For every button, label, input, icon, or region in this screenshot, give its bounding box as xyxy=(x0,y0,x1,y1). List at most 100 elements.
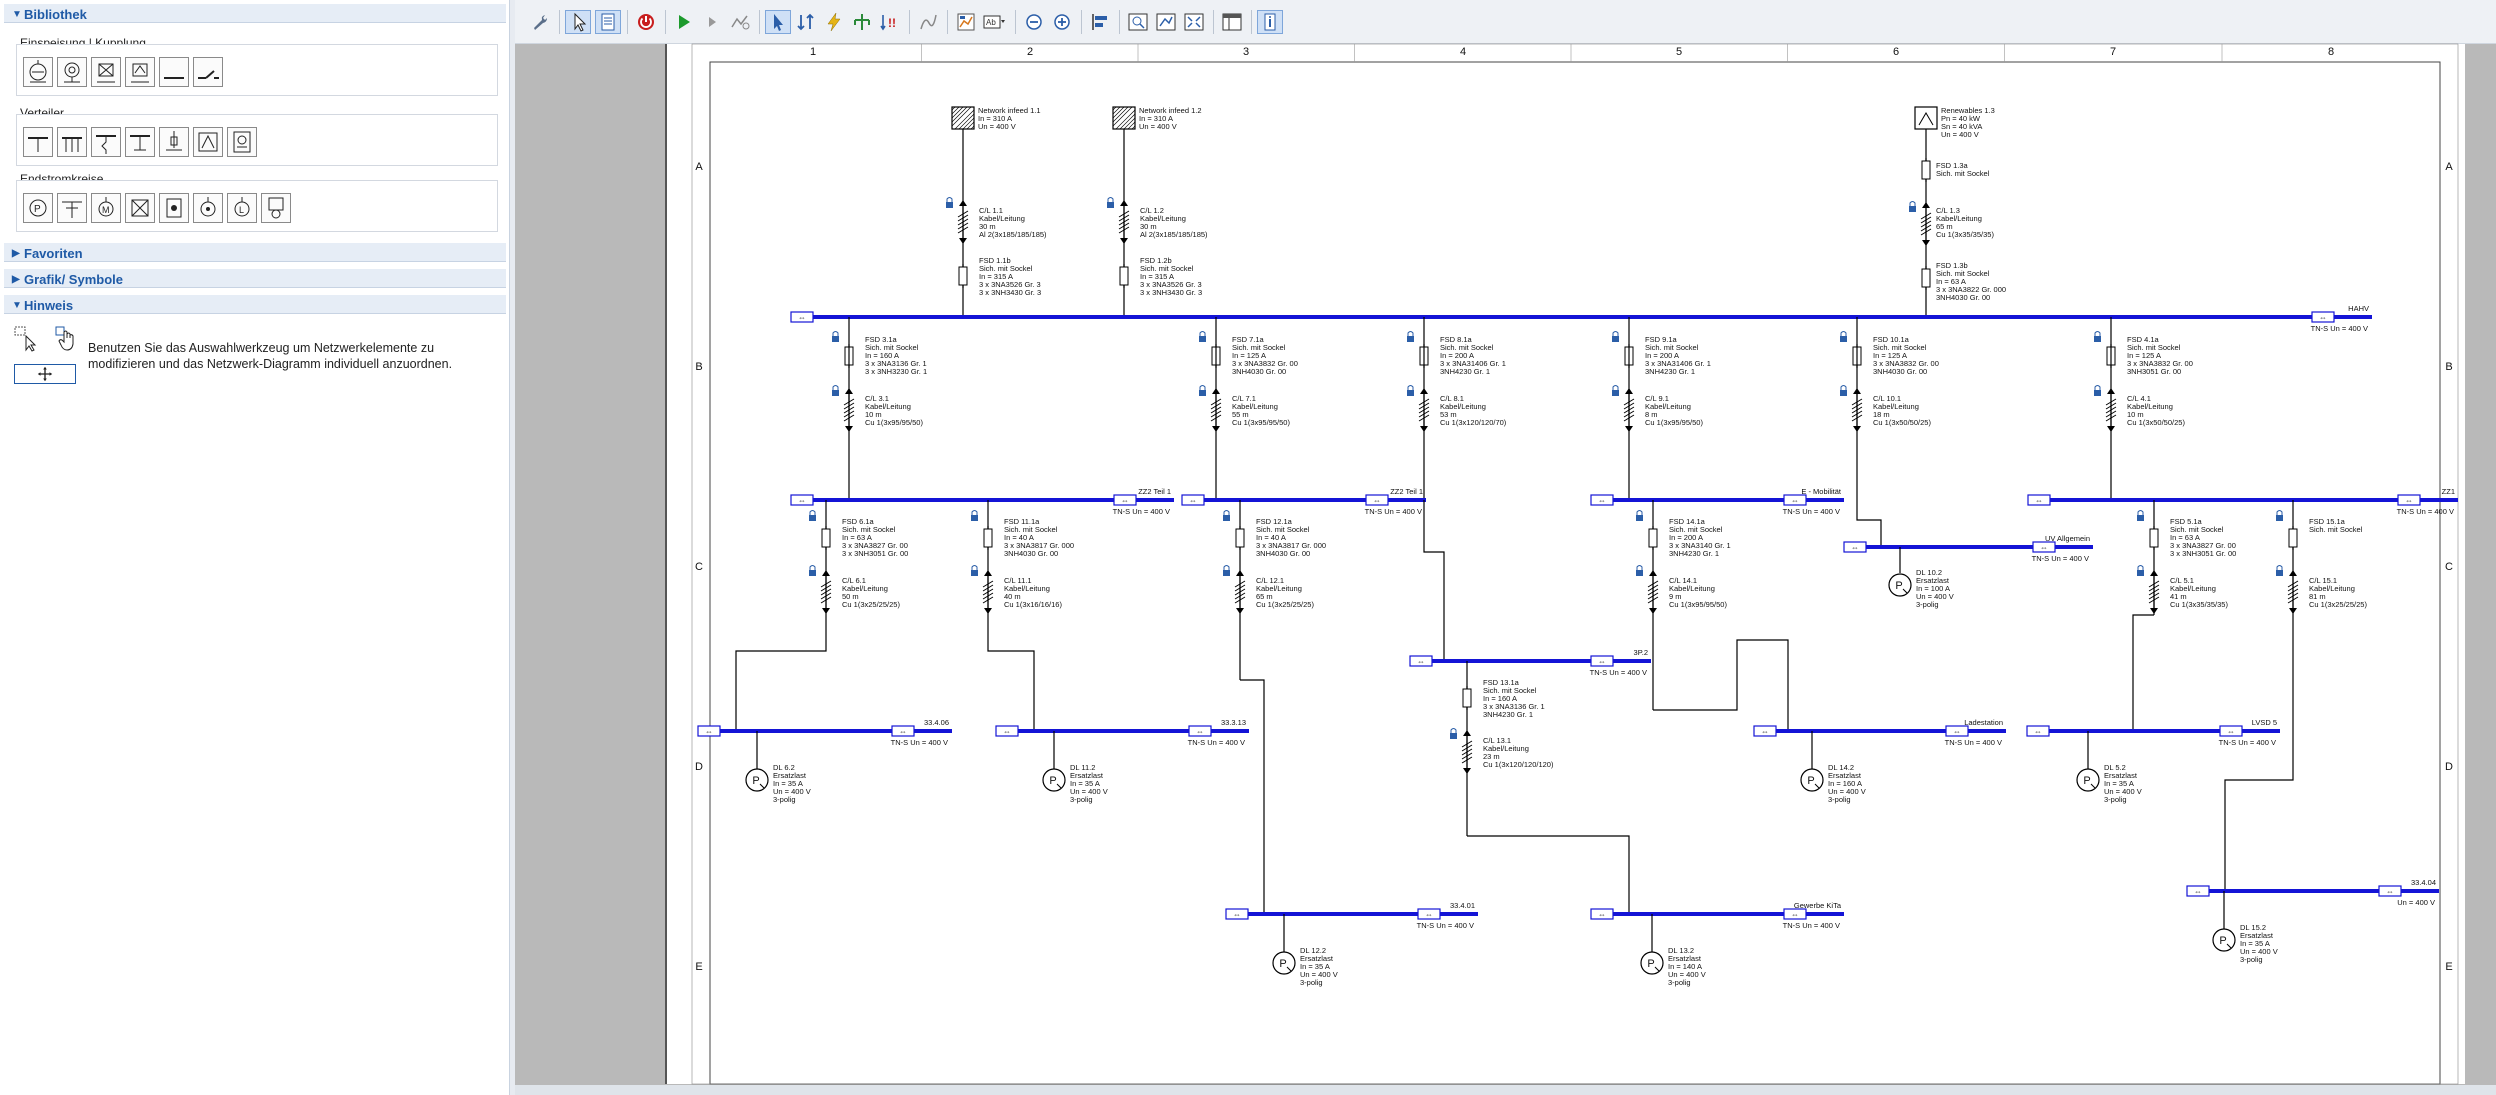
section-hinweis-header[interactable]: ▼Hinweis xyxy=(4,295,506,314)
load-symbol[interactable] xyxy=(745,768,769,792)
busbar-coupler-left[interactable] xyxy=(1753,725,1777,737)
fuse-symbol[interactable] xyxy=(1648,528,1658,548)
cable-symbol[interactable] xyxy=(984,570,992,576)
tree-icon[interactable] xyxy=(849,10,875,34)
run-multi-icon[interactable] xyxy=(727,10,753,34)
cable-symbol[interactable] xyxy=(2289,570,2297,576)
section-favoriten-header[interactable]: ▶Favoriten xyxy=(4,243,506,262)
fuse-symbol[interactable] xyxy=(983,528,993,548)
renewables-icon[interactable] xyxy=(125,57,155,87)
busbar-coupler-left[interactable] xyxy=(1409,655,1433,667)
lightning-icon[interactable] xyxy=(821,10,847,34)
busbar-coupler-right[interactable] xyxy=(2219,725,2243,737)
busbar-coupler-left[interactable] xyxy=(1590,494,1614,506)
document-icon[interactable] xyxy=(595,10,621,34)
busbar-coupler-left[interactable] xyxy=(2027,494,2051,506)
load-symbol[interactable] xyxy=(1042,768,1066,792)
generator-icon[interactable] xyxy=(57,57,87,87)
busbar-coupler-left[interactable] xyxy=(2186,885,2210,897)
busbar-coupler-left[interactable] xyxy=(1843,541,1867,553)
fit-page-icon[interactable] xyxy=(1153,10,1179,34)
meter-box-icon[interactable] xyxy=(227,127,257,157)
fuse-symbol[interactable] xyxy=(1921,268,1931,288)
fuse-symbol[interactable] xyxy=(1921,160,1931,180)
load-symbol[interactable] xyxy=(2212,928,2236,952)
fuse-symbol[interactable] xyxy=(2288,528,2298,548)
fuse-symbol[interactable] xyxy=(1235,528,1245,548)
fuse-symbol[interactable] xyxy=(2149,528,2159,548)
consumer-icon[interactable] xyxy=(159,193,189,223)
busbar-coupler-left[interactable] xyxy=(1590,908,1614,920)
busbar-coupler-right[interactable] xyxy=(2397,494,2421,506)
fuse-symbol[interactable] xyxy=(821,528,831,548)
load-symbol[interactable] xyxy=(1272,951,1296,975)
light-load-icon[interactable] xyxy=(57,193,87,223)
fuse-tap-icon[interactable] xyxy=(159,127,189,157)
section-bibliothek-header[interactable]: ▼Bibliothek xyxy=(4,4,506,23)
busbar-coupler-right[interactable] xyxy=(1783,494,1807,506)
coupler-switch-icon[interactable] xyxy=(193,57,223,87)
load-symbol[interactable] xyxy=(1640,951,1664,975)
cable-symbol[interactable] xyxy=(1236,570,1244,576)
cable-symbol[interactable] xyxy=(1649,570,1657,576)
distribution-busbar-icon[interactable] xyxy=(23,127,53,157)
curve-icon[interactable] xyxy=(915,10,941,34)
cable-symbol[interactable] xyxy=(959,200,967,206)
sort-icon[interactable] xyxy=(793,10,819,34)
info-icon[interactable] xyxy=(1257,10,1283,34)
ups-icon[interactable] xyxy=(261,193,291,223)
distribution-box-icon[interactable] xyxy=(193,127,223,157)
cable-symbol[interactable] xyxy=(2150,570,2158,576)
busbar-coupler-right[interactable] xyxy=(2311,311,2335,323)
label-icon[interactable]: Ab xyxy=(981,10,1007,34)
busbar-tap-icon[interactable] xyxy=(125,127,155,157)
step-icon[interactable] xyxy=(699,10,725,34)
section-grafik-header[interactable]: ▶Grafik/ Symbole xyxy=(4,269,506,288)
zoom-in-icon[interactable] xyxy=(1049,10,1075,34)
busbar-coupler-left[interactable] xyxy=(1181,494,1205,506)
cable-symbol[interactable] xyxy=(822,570,830,576)
busbar-coupler-left[interactable] xyxy=(2026,725,2050,737)
busbar-icon[interactable] xyxy=(159,57,189,87)
busbar-coupler-right[interactable] xyxy=(1113,494,1137,506)
align-icon[interactable] xyxy=(1087,10,1113,34)
load-box-icon[interactable] xyxy=(125,193,155,223)
wrench-icon[interactable] xyxy=(527,10,553,34)
run-icon[interactable] xyxy=(671,10,697,34)
busbar-coupler-left[interactable] xyxy=(790,494,814,506)
load-symbol[interactable] xyxy=(1888,573,1912,597)
busbar-coupler-right[interactable] xyxy=(1188,725,1212,737)
horizontal-scrollbar[interactable] xyxy=(515,1085,2496,1095)
fit-select-icon[interactable] xyxy=(1181,10,1207,34)
pump-icon[interactable]: L xyxy=(227,193,257,223)
cable-tap-icon[interactable] xyxy=(91,127,121,157)
power-off-icon[interactable] xyxy=(633,10,659,34)
fuse-symbol[interactable] xyxy=(1462,688,1472,708)
panel-splitter[interactable] xyxy=(510,0,515,1095)
busbar-coupler-left[interactable] xyxy=(790,311,814,323)
motor-load-icon[interactable]: M xyxy=(91,193,121,223)
load-symbol[interactable] xyxy=(2076,768,2100,792)
busbar-coupler-left[interactable] xyxy=(995,725,1019,737)
busbar-coupler-right[interactable] xyxy=(891,725,915,737)
busbar-coupler-right[interactable] xyxy=(1365,494,1389,506)
fit-icon[interactable] xyxy=(1125,10,1151,34)
cable-symbol[interactable] xyxy=(1120,200,1128,206)
renewables-symbol[interactable] xyxy=(1914,106,1938,130)
cable-symbol[interactable] xyxy=(1463,730,1471,736)
load-symbol[interactable] xyxy=(1800,768,1824,792)
busbar-coupler-left[interactable] xyxy=(697,725,721,737)
busbar-coupler-right[interactable] xyxy=(1945,725,1969,737)
transformer-feed-icon[interactable] xyxy=(23,57,53,87)
fuse-symbol[interactable] xyxy=(958,266,968,286)
busbar-coupler-right[interactable] xyxy=(2032,541,2056,553)
zoom-out-icon[interactable] xyxy=(1021,10,1047,34)
busbar-coupler-right[interactable] xyxy=(1590,655,1614,667)
panel-icon[interactable] xyxy=(1219,10,1245,34)
cable-symbol[interactable] xyxy=(1922,202,1930,208)
chart-icon[interactable] xyxy=(953,10,979,34)
busbar-coupler-left[interactable] xyxy=(1225,908,1249,920)
zoom-cursor-icon[interactable] xyxy=(765,10,791,34)
alarm-icon[interactable]: !! xyxy=(877,10,903,34)
sub-busbar-icon[interactable] xyxy=(57,127,87,157)
